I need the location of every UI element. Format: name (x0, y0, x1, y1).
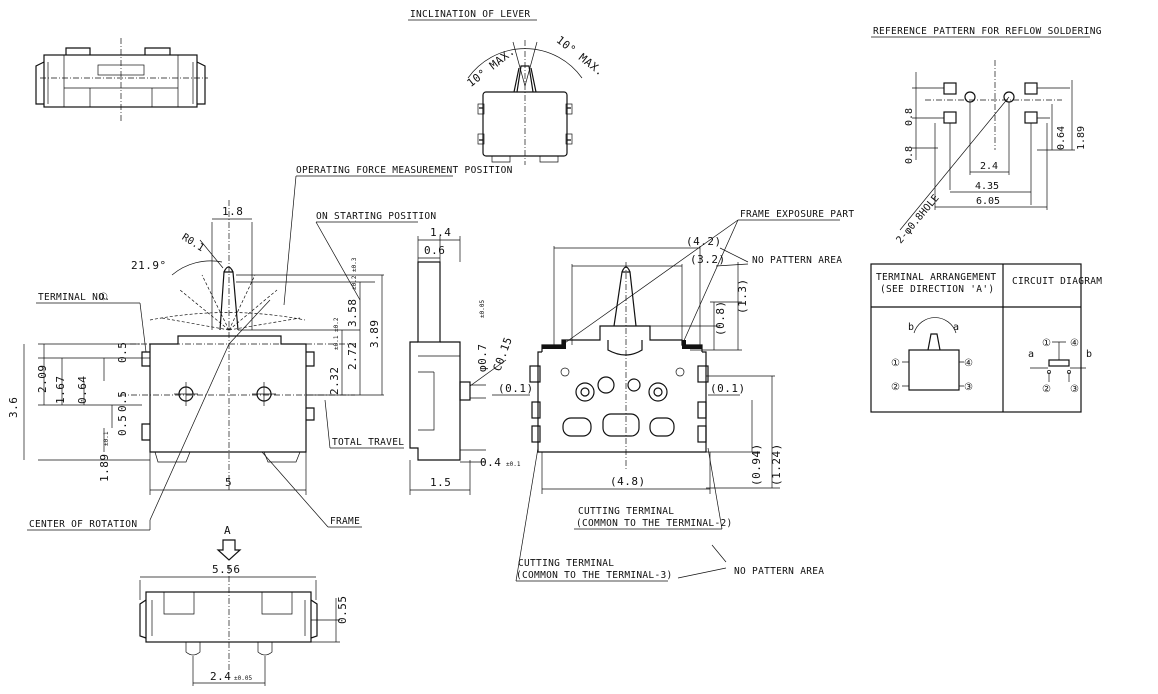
dim-1-89: 1.89 (98, 454, 111, 483)
frame-label: FRAME (330, 516, 360, 527)
dim-1-3: (1.3) (736, 278, 749, 314)
dim-0-4: 0.4 (480, 456, 501, 469)
reflow-title: REFERENCE PATTERN FOR REFLOW SOLDERING (873, 26, 1102, 37)
term-2: ② (891, 382, 900, 393)
dim-5-56: 5.56 (212, 563, 241, 576)
dim-3-6: 3.6 (7, 397, 20, 418)
table-header-left-l1: TERMINAL ARRANGEMENT (876, 272, 996, 283)
cutting-terminal-3-l1: CUTTING TERMINAL (518, 558, 614, 569)
dim-0-6: 0.6 (424, 244, 445, 257)
frame-exposure-label: FRAME EXPOSURE PART (740, 209, 854, 220)
dim-3-2: (3.2) (690, 253, 726, 266)
dim-1-8: 1.8 (222, 205, 243, 218)
dim-1-67: 1.67 (54, 376, 67, 405)
bottom-view: A 5.56 0.55 2.4 ±0.05 (139, 524, 349, 686)
dim-1-4: 1.4 (430, 226, 451, 239)
direction-a-arrow-icon (216, 539, 242, 561)
total-travel-label: TOTAL TRAVEL (332, 437, 404, 448)
arr-a: a (953, 322, 959, 333)
cutting-terminal-3-l2: (COMMON TO THE TERMINAL-3) (516, 570, 673, 581)
dim-1-24: (1.24) (770, 443, 783, 486)
dim-2-4-bottom: 2.4 (210, 670, 231, 683)
dim-c0-15: C0.15 (491, 335, 515, 373)
terminal-circuit-table: TERMINAL ARRANGEMENT (SEE DIRECTION 'A')… (870, 263, 1102, 413)
dim-2-09: 2.09 (36, 365, 49, 394)
dim-phi-0-7-tol: ±0.05 (479, 300, 486, 318)
dim-0-8-right: (0.8) (714, 300, 727, 336)
arr-b: b (908, 322, 914, 333)
rear-view: FRAME EXPOSURE PART (4.2) (3.2) NO PATTE… (492, 209, 854, 582)
reflow-pattern: REFERENCE PATTERN FOR REFLOW SOLDERING 0… (871, 26, 1102, 246)
front-view: OPERATING FORCE MEASUREMENT POSITION ON … (7, 165, 513, 531)
operating-force-label: OPERATING FORCE MEASUREMENT POSITION (296, 165, 513, 176)
ref-dim-4-35: 4.35 (975, 181, 999, 192)
inclination-view: INCLINATION OF LEVER 10° MAX. 10° MAX. (408, 9, 607, 165)
ref-dim-0-64: 0.64 (1056, 126, 1067, 150)
circ-b: b (1086, 349, 1092, 360)
circ-4: ④ (1070, 338, 1079, 349)
dim-5: 5 (225, 476, 232, 489)
no-pattern-area-2: NO PATTERN AREA (734, 566, 824, 577)
terminal-no-label: TERMINAL NO. (38, 292, 110, 303)
dim-0-1-right: (0.1) (710, 382, 746, 395)
ref-hole-label: 2-φ0.8HOLE (895, 193, 942, 246)
dim-1-89-tol: ±0.1 (103, 431, 110, 446)
ref-dim-1-89: 1.89 (1076, 126, 1087, 150)
ref-dim-6-05: 6.05 (976, 196, 1000, 207)
dim-0-5-c: 0.5 (116, 415, 129, 436)
terminal-no-mark: ① (99, 292, 108, 303)
on-starting-label: ON STARTING POSITION (316, 211, 436, 222)
dim-2-4-bottom-tol: ±0.05 (234, 675, 252, 682)
table-header-left-l2: (SEE DIRECTION 'A') (880, 284, 994, 295)
top-view (35, 38, 208, 122)
term-4: ④ (964, 358, 973, 369)
dim-phi-0-7: φ0.7 (476, 344, 489, 373)
dim-1-5: 1.5 (430, 476, 451, 489)
inclination-right-label: 10° MAX. (554, 33, 607, 78)
dim-3-58-tol: ±0.2 ±0.3 (351, 257, 358, 290)
dim-0-5-a: 0.5 (116, 342, 129, 363)
cutting-terminal-2-l1: CUTTING TERMINAL (578, 506, 674, 517)
dim-4-2: (4.2) (686, 235, 722, 248)
dim-0-94: (0.94) (750, 443, 763, 486)
circ-3: ③ (1070, 384, 1079, 395)
dim-0-55: 0.55 (336, 596, 349, 625)
ref-dim-2-4: 2.4 (980, 161, 998, 172)
ref-dim-0-8-top: 0.8 (904, 108, 915, 126)
inclination-title: INCLINATION OF LEVER (410, 9, 530, 20)
dim-2-72: 2.72 (346, 342, 359, 371)
dim-0-64-left: 0.64 (76, 376, 89, 405)
dim-0-5-b: 0.5 (116, 391, 129, 412)
dim-4-8: (4.8) (610, 475, 646, 488)
cutting-terminal-2-l2: (COMMON TO THE TERMINAL-2) (576, 518, 733, 529)
table-header-right: CIRCUIT DIAGRAM (1012, 276, 1102, 287)
circ-1: ① (1042, 338, 1051, 349)
inclination-left-label: 10° MAX. (465, 44, 518, 89)
dim-2-32: 2.32 (328, 367, 341, 396)
dim-0-1-left: (0.1) (498, 382, 534, 395)
dim-0-4-tol: ±0.1 (506, 461, 521, 468)
dim-3-89: 3.89 (368, 320, 381, 349)
term-1: ① (891, 358, 900, 369)
direction-a-label: A (224, 524, 231, 537)
dim-21-9: 21.9° (131, 259, 167, 272)
side-view: 1.4 0.6 1.5 φ0.7 ±0.05 C0.15 0.4 ±0.1 (409, 226, 521, 495)
dim-r0-1: R0.1 (180, 232, 206, 254)
center-of-rotation-label: CENTER OF ROTATION (29, 519, 137, 530)
no-pattern-area-1: NO PATTERN AREA (752, 255, 842, 266)
term-3: ③ (964, 382, 973, 393)
circ-a: a (1028, 349, 1034, 360)
ref-dim-0-8-bot: 0.8 (904, 146, 915, 164)
circ-2: ② (1042, 384, 1051, 395)
dim-3-58: 3.58 (346, 299, 359, 328)
dim-2-32-tol: ±0.1 ±0.2 (333, 317, 340, 350)
